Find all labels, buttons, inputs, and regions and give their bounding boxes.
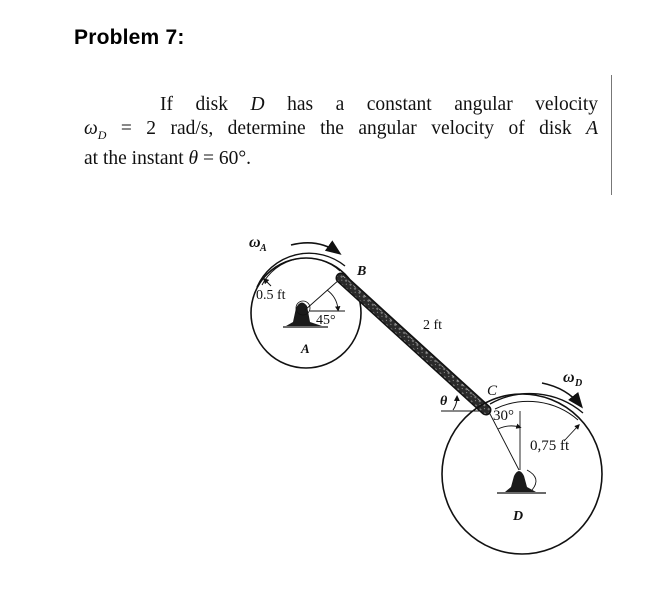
disk-a-radial-line bbox=[304, 278, 341, 311]
omega-a-arrow-icon bbox=[290, 240, 342, 255]
disk-a-angle-label: 45° bbox=[316, 313, 336, 328]
rod-bc bbox=[335, 272, 492, 416]
omega-a-indicator: ω A bbox=[249, 234, 342, 255]
disk-d-pin-support-icon bbox=[497, 469, 546, 494]
statement-line-3: at the instant θ = 60°. bbox=[84, 147, 252, 169]
disk-d-angle-arc bbox=[497, 423, 522, 430]
disk-a-label: A bbox=[300, 341, 310, 356]
statement-line-1: If disk D has a constant angular velocit… bbox=[160, 94, 599, 115]
disk-d-label: D bbox=[512, 509, 523, 524]
disk-a-rim-arc bbox=[256, 252, 346, 288]
problem-title: Problem 7: bbox=[74, 26, 185, 49]
disk-d-radial-line bbox=[488, 411, 520, 471]
page-margin-line bbox=[611, 75, 612, 195]
omega-a-symbol: ω bbox=[249, 234, 261, 251]
statement-line-2: ωD = 2 rad/s, determine the angular velo… bbox=[84, 118, 598, 142]
omega-d-symbol: ω bbox=[563, 369, 575, 386]
disk-a-radius-arrow bbox=[262, 277, 272, 287]
rod-length-label: 2 ft bbox=[423, 318, 442, 333]
omega-d-subscript: D bbox=[574, 378, 582, 389]
disk-d-rotation-arc bbox=[526, 469, 537, 491]
disk-a-angle-arc bbox=[326, 289, 341, 312]
disk-a bbox=[250, 252, 362, 369]
disk-a-pin-support-icon bbox=[283, 300, 328, 328]
disk-d-inner-rim-arc bbox=[494, 400, 579, 421]
omega-d-arrow-icon bbox=[541, 382, 583, 409]
disk-d bbox=[441, 392, 603, 555]
disk-d-radius-label: 0,75 ft bbox=[530, 438, 570, 454]
omega-d-indicator: ω D bbox=[541, 369, 583, 409]
omega-a-subscript: A bbox=[259, 243, 267, 254]
point-b-label: B bbox=[356, 264, 366, 279]
problem-statement: If disk D has a constant angular velocit… bbox=[84, 93, 598, 171]
point-c-label: C bbox=[487, 383, 498, 399]
disk-d-angle-label: 30° bbox=[493, 408, 514, 424]
disk-a-radius-label: 0.5 ft bbox=[256, 288, 286, 303]
disk-d-radius-arrow bbox=[563, 424, 580, 442]
theta-label: θ bbox=[440, 394, 448, 409]
disk-a-inner-rim-arc bbox=[261, 257, 341, 286]
